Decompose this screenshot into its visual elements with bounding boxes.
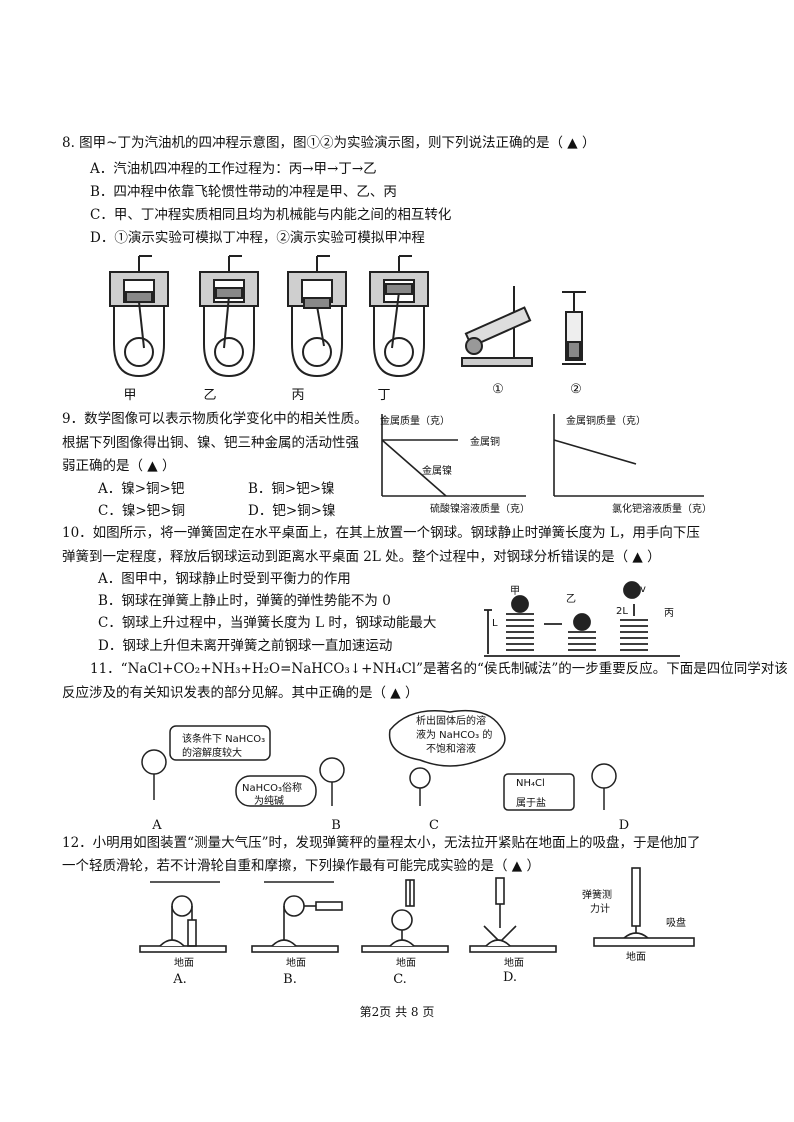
- q11-caption-a: A: [152, 818, 162, 833]
- q8-option-d: D．①演示实验可模拟丁冲程，②演示实验可模拟甲冲程: [90, 230, 425, 246]
- q9-graph-2: [553, 414, 704, 497]
- q8-option-a: A．汽油机四冲程的工作过程为：丙→甲→丁→乙: [90, 161, 377, 177]
- q10-label-yi: 乙: [566, 594, 576, 605]
- q10-stem-2: 弹簧到一定程度，释放后钢球运动到距离水平桌面 2L 处。整个过程中，对钢球分析错…: [62, 549, 661, 565]
- q9-option-c: C．镍>钯>铜: [98, 503, 185, 519]
- q12-caption-a: A.: [173, 972, 187, 987]
- q9-stem-1: 9．数学图像可以表示物质化学变化中的相关性质。: [62, 411, 368, 427]
- q9-graph1-ylabel: 金属质量（克）: [380, 416, 450, 427]
- q12-pulley-figures: [139, 877, 557, 953]
- q12-caption-d: D.: [502, 970, 518, 985]
- q10-option-c: C．钢球上升过程中，当弹簧长度为 L 时，钢球动能最大: [98, 615, 437, 631]
- q9-option-b: B．铜>钯>镍: [248, 481, 335, 497]
- q10-option-a: A．图甲中，钢球静止时受到平衡力的作用: [98, 571, 351, 587]
- q12-ground-c: 地面: [396, 958, 416, 969]
- q8-option-b: B．四冲程中依靠飞轮惯性带动的冲程是甲、乙、丙: [90, 184, 397, 200]
- engine-yi: [199, 255, 259, 378]
- experiment-2: [562, 291, 586, 365]
- q9-graph-1: [381, 414, 526, 497]
- q12-right-figure: [593, 867, 695, 947]
- q11-bubble-b-1: NaHCO₃俗称: [242, 783, 302, 794]
- caption-exp1: ①: [492, 382, 504, 397]
- q12-ground-a: 地面: [174, 958, 194, 969]
- caption-ding: 丁: [377, 388, 391, 403]
- q10-label-v: v: [640, 584, 646, 595]
- engine-ding: [369, 255, 429, 378]
- q11-stem-2: 反应涉及的有关知识发表的部分见解。其中正确的是（ ▲ ）: [62, 685, 419, 701]
- page-footer: 第2页 共 8 页: [359, 1005, 435, 1019]
- q11-bubble-c-3: 不饱和溶液: [426, 744, 476, 755]
- q11-figure: [141, 709, 617, 811]
- q11-caption-c: C: [429, 818, 439, 833]
- caption-bing: 丙: [291, 388, 305, 403]
- q10-label-2l: 2L: [616, 606, 628, 617]
- experiment-1: [461, 286, 533, 367]
- q10-spring-figure: [484, 581, 680, 657]
- q9-option-d: D．钯>铜>镍: [248, 503, 336, 519]
- q9-graph2-xlabel: 氯化钯溶液质量（克）: [612, 504, 712, 515]
- q9-stem-3: 弱正确的是（ ▲ ）: [62, 458, 176, 474]
- caption-yi: 乙: [203, 388, 217, 403]
- q12-caption-b: B.: [283, 972, 297, 987]
- q9-stem-2: 根据下列图像得出铜、镍、钯三种金属的活动性强: [62, 435, 359, 451]
- q8-option-c: C．甲、丁冲程实质相同且均为机械能与内能之间的相互转化: [90, 207, 452, 223]
- q9-graph1-line2: 金属镍: [422, 466, 452, 477]
- q10-label-bing: 丙: [664, 608, 674, 619]
- q11-bubble-d-1: NH₄Cl: [516, 778, 545, 789]
- q9-graph1-line1: 金属铜: [470, 437, 500, 448]
- q12-ground-b: 地面: [286, 958, 306, 969]
- q12-caption-c: C.: [393, 972, 407, 987]
- q9-option-a: A．镍>铜>钯: [98, 481, 185, 497]
- caption-exp2: ②: [570, 382, 582, 397]
- q12-right-ground: 地面: [626, 952, 646, 963]
- q11-caption-d: D: [618, 818, 630, 833]
- q12-stem-2: 一个轻质滑轮，若不计滑轮自重和摩擦，下列操作最有可能完成实验的是（ ▲ ）: [62, 858, 540, 874]
- q10-option-b: B．钢球在弹簧上静止时，弹簧的弹性势能不为 0: [98, 593, 391, 609]
- q8-stem: 8. 图甲~丁为汽油机的四冲程示意图，图①②为实验演示图，则下列说法正确的是（ …: [62, 135, 596, 151]
- q12-right-meter-1: 弹簧测: [582, 890, 612, 901]
- q11-bubble-a-2: 的溶解度较大: [182, 748, 242, 759]
- engine-diagrams: [109, 255, 169, 378]
- q11-bubble-a-1: 该条件下 NaHCO₃: [182, 734, 266, 745]
- q10-label-jia: 甲: [510, 586, 520, 597]
- q10-label-l: L: [492, 618, 498, 629]
- q12-right-cup: 吸盘: [666, 918, 686, 929]
- q11-bubble-d-2: 属于盐: [516, 798, 546, 809]
- caption-jia: 甲: [123, 388, 137, 403]
- q12-ground-d: 地面: [504, 958, 524, 969]
- q12-right-meter-2: 力计: [590, 904, 610, 915]
- q9-graph1-xlabel: 硫酸镍溶液质量（克）: [430, 504, 530, 515]
- q11-bubble-b-2: 为纯碱: [254, 796, 284, 807]
- q11-caption-b: B: [331, 818, 341, 833]
- q11-stem-1: 11．“NaCl+CO₂+NH₃+H₂O=NaHCO₃↓+NH₄Cl”是著名的“…: [90, 661, 788, 677]
- q12-stem-1: 12．小明用如图装置“测量大气压”时，发现弹簧秤的量程太小，无法拉开紧贴在地面上…: [62, 835, 701, 851]
- q11-bubble-c-2: 液为 NaHCO₃ 的: [416, 730, 493, 741]
- q10-stem-1: 10．如图所示，将一弹簧固定在水平桌面上，在其上放置一个钢球。钢球静止时弹簧长度…: [62, 525, 700, 541]
- q9-graph2-ylabel: 金属铜质量（克）: [566, 416, 646, 427]
- q11-bubble-c-1: 析出固体后的溶: [416, 716, 486, 727]
- q10-option-d: D．钢球上升但未离开弹簧之前钢球一直加速运动: [98, 638, 393, 654]
- engine-bing: [287, 255, 347, 378]
